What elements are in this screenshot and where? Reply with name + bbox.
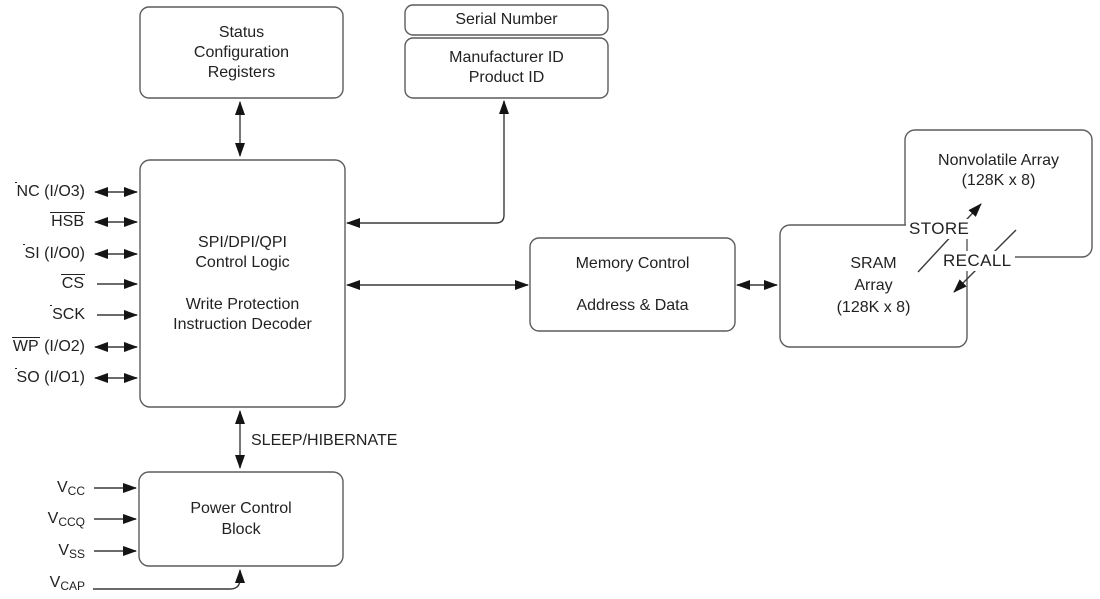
vccq-sub: CCQ xyxy=(58,515,85,529)
pin-cs-bar: CS xyxy=(60,274,85,292)
pin-wp-bar: WP xyxy=(11,337,40,355)
status-config-registers-box xyxy=(139,6,344,99)
memory-control-box xyxy=(529,237,736,332)
pin-nc-text: NC (I/O3) xyxy=(16,183,85,200)
pin-label-vccq: VCCQ xyxy=(0,508,85,530)
pin-label-vcc: VCC xyxy=(0,477,85,499)
vcc-sub: CC xyxy=(67,484,85,498)
pin-label-cs: CS xyxy=(0,273,85,295)
pin-label-si: SI (I/O0) xyxy=(0,243,85,265)
manufacturer-id-box xyxy=(404,37,609,99)
pin-so-text: SO (I/O1) xyxy=(16,369,85,386)
connector-manufacturer-spi xyxy=(346,100,509,228)
spi-control-logic-box xyxy=(139,159,346,408)
pin-label-vss: VSS xyxy=(0,540,85,562)
vcc-base: V xyxy=(56,479,68,496)
recall-label: RECALL xyxy=(940,251,1015,271)
pin-label-vcap: VCAP xyxy=(0,572,85,594)
pin-wp-text: (I/O2) xyxy=(39,338,85,355)
vcap-base: V xyxy=(49,574,61,591)
serial-number-box xyxy=(404,4,609,36)
pin-si-text: SI (I/O0) xyxy=(24,245,85,262)
pin-hsb-bar: HSB xyxy=(50,212,85,230)
pin-label-sck: SCK xyxy=(0,304,85,326)
pin-label-hsb: HSB xyxy=(0,211,85,233)
pin-label-nc: NC (I/O3) xyxy=(0,181,85,203)
vss-sub: SS xyxy=(68,547,85,561)
store-label: STORE xyxy=(906,219,973,239)
sleep-hibernate-label: SLEEP/HIBERNATE xyxy=(251,432,398,449)
pin-sck-text: SCK xyxy=(52,306,85,323)
sram-array-box xyxy=(779,224,968,348)
vss-base: V xyxy=(58,542,69,559)
pin-label-so: SO (I/O1) xyxy=(0,367,85,389)
vcap-sub: CAP xyxy=(60,579,85,593)
vccq-base: V xyxy=(47,510,59,527)
arrow-vcap xyxy=(93,569,245,590)
power-control-box xyxy=(138,471,344,567)
pin-label-wp: WP (I/O2) xyxy=(0,336,85,358)
